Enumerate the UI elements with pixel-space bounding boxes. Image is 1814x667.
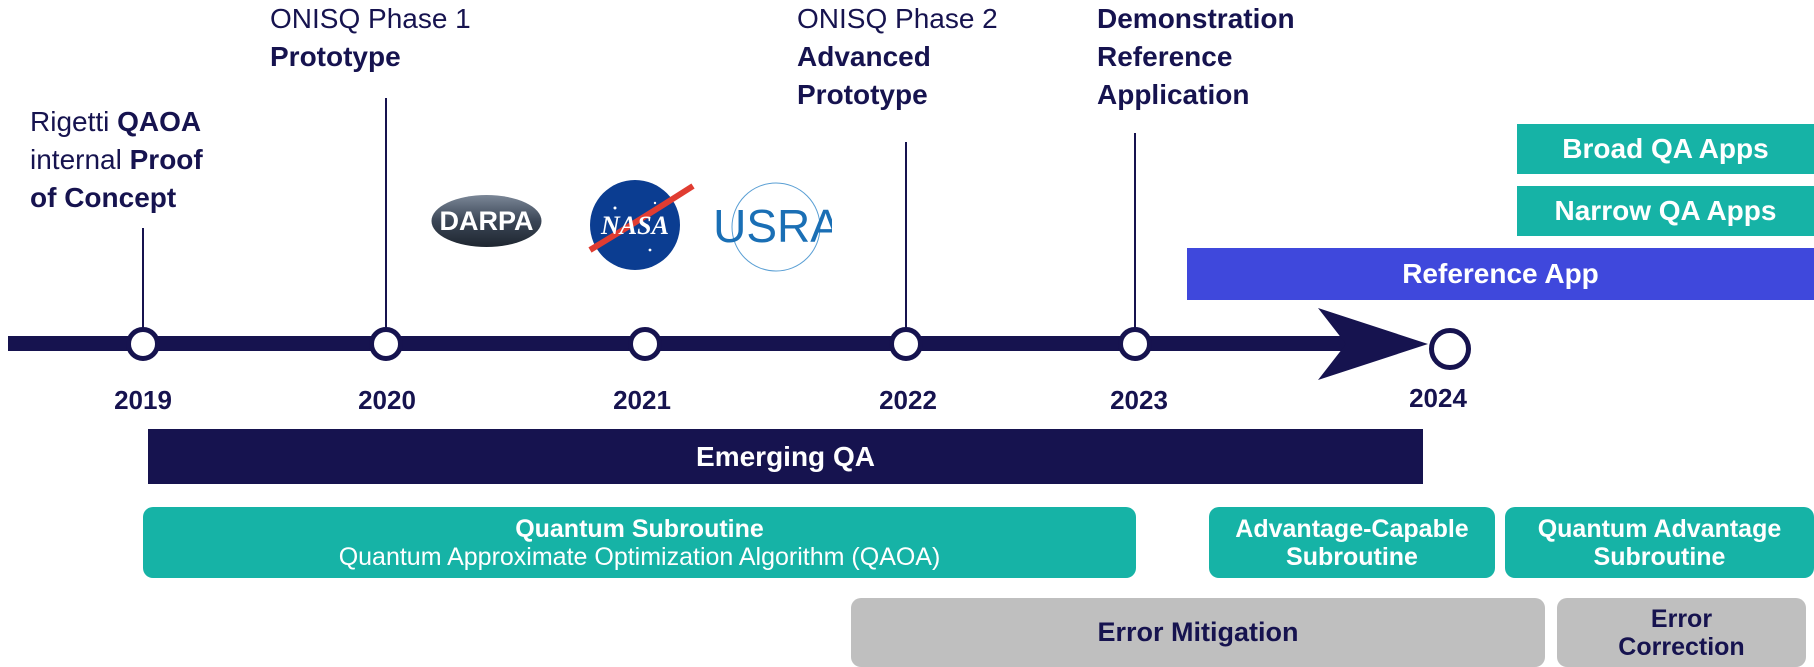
error-correction-line1: Error — [1650, 604, 1713, 633]
error-mitigation-box: Error Mitigation — [851, 598, 1545, 667]
milestone-2019-label: Rigetti QAOA internal Proof of Concept — [30, 106, 203, 213]
reference-app-label: Reference App — [1402, 258, 1599, 289]
emerging-qa-label: Emerging QA — [696, 440, 875, 472]
quantum-advantage-line2: Subroutine — [1593, 542, 1726, 571]
milestone-2023-label: Demonstration Reference Application — [1097, 3, 1295, 110]
node-2022 — [889, 327, 923, 361]
broad-qa-apps-bar: Broad QA Apps — [1517, 124, 1814, 174]
milestone-2022-label: ONISQ Phase 2 Advanced Prototype — [797, 3, 998, 110]
node-2024 — [1429, 328, 1471, 370]
usra-logo-text: USRA — [713, 200, 832, 252]
quantum-advantage-line1: Quantum Advantage — [1537, 514, 1782, 543]
emerging-qa-bar: Emerging QA — [148, 429, 1423, 484]
connector-2023 — [1134, 133, 1136, 328]
error-correction-line2: Correction — [1618, 632, 1745, 661]
quantum-subroutine-title: Quantum Subroutine — [515, 514, 764, 543]
reference-app-bar: Reference App — [1187, 248, 1814, 300]
milestone-2020-label: ONISQ Phase 1 Prototype — [270, 3, 471, 72]
quantum-subroutine-box: Quantum Subroutine Quantum Approximate O… — [143, 507, 1136, 578]
quantum-advantage-subroutine-box: Quantum Advantage Subroutine — [1505, 507, 1814, 578]
quantum-subroutine-subtitle: Quantum Approximate Optimization Algorit… — [338, 542, 941, 571]
advantage-capable-line2: Subroutine — [1286, 542, 1418, 571]
usra-logo: USRA — [712, 180, 841, 275]
advantage-capable-subroutine-box: Advantage-Capable Subroutine — [1209, 507, 1495, 578]
darpa-logo-text: DARPA — [440, 206, 534, 236]
year-2023: 2023 — [1110, 385, 1168, 415]
year-2024: 2024 — [1409, 383, 1467, 413]
error-correction-box: Error Correction — [1557, 598, 1806, 667]
error-mitigation-label: Error Mitigation — [1097, 617, 1299, 647]
darpa-logo: DARPA — [430, 193, 543, 249]
node-2019 — [126, 327, 160, 361]
narrow-qa-apps-label: Narrow QA Apps — [1554, 195, 1777, 226]
timeline-arrowhead — [1318, 308, 1428, 380]
node-2023 — [1118, 327, 1152, 361]
year-2021: 2021 — [613, 385, 671, 415]
broad-qa-apps-label: Broad QA Apps — [1562, 133, 1769, 164]
narrow-qa-apps-bar: Narrow QA Apps — [1517, 186, 1814, 236]
nasa-logo: NASA — [585, 178, 695, 273]
connector-2019 — [142, 228, 144, 328]
year-2020: 2020 — [358, 385, 416, 415]
year-2022: 2022 — [879, 385, 937, 415]
node-2020 — [369, 327, 403, 361]
advantage-capable-line1: Advantage-Capable — [1235, 514, 1469, 543]
nasa-logo-text: NASA — [600, 211, 669, 240]
timeline-axis — [8, 336, 1368, 351]
node-2021 — [628, 327, 662, 361]
year-2019: 2019 — [114, 385, 172, 415]
connector-2020 — [385, 98, 387, 328]
connector-2022 — [905, 142, 907, 328]
